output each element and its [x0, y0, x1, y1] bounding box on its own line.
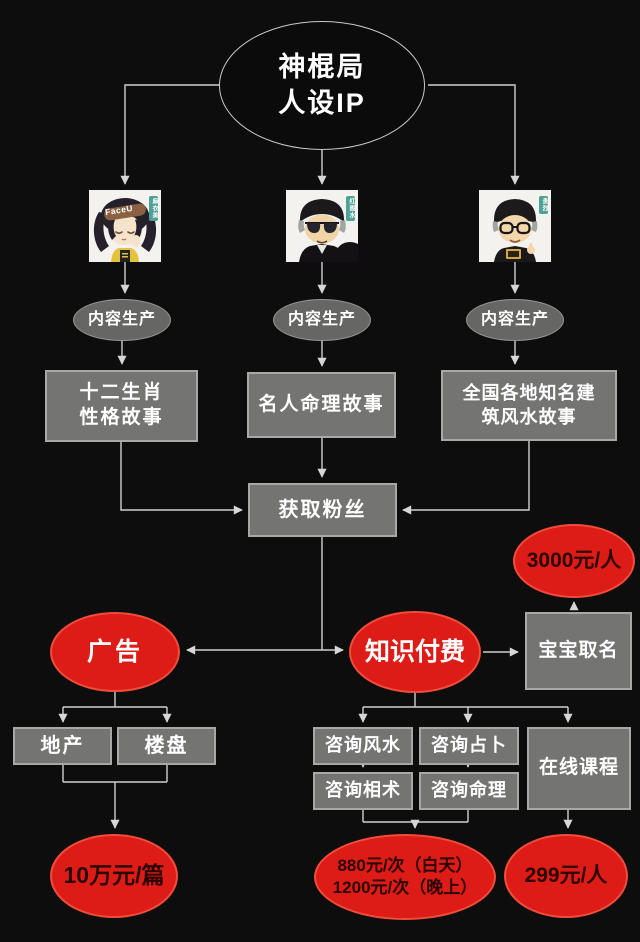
- avatar-sunglasses-illustration: [286, 190, 358, 262]
- connector-arrow: [402, 441, 530, 515]
- ad-ellipse: 广告: [50, 612, 180, 692]
- ad-child-property: 楼盘: [117, 727, 216, 765]
- avatar-sunglasses-name-tag: 红图水: [346, 196, 355, 221]
- ad-child-label: 楼盘: [144, 735, 189, 757]
- baby-naming-box: 宝宝取名: [525, 612, 632, 690]
- content-box-line: 全国各地知名建: [462, 383, 596, 404]
- consult-label: 咨询占卜: [431, 735, 507, 756]
- avatar-girl-illustration: [89, 190, 161, 262]
- production-label: 内容生产: [87, 310, 156, 328]
- production-label: 内容生产: [287, 310, 356, 328]
- knowledge-pay-label: 知识付费: [364, 637, 465, 666]
- course-price-ellipse: 299元/人: [504, 834, 628, 918]
- course-price: 299元/人: [524, 864, 608, 888]
- consult-fengshui-box: 咨询风水: [313, 727, 413, 765]
- avatar-glasses-illustration: [479, 190, 551, 262]
- avatar-sunglasses-man: 红图水: [286, 190, 358, 262]
- content-box-zodiac: 十二生肖 性格故事: [45, 370, 198, 442]
- knowledge-pay-ellipse: 知识付费: [349, 611, 481, 693]
- content-box-fengshui-buildings: 全国各地知名建 筑风水故事: [441, 370, 617, 441]
- online-course-label: 在线课程: [538, 757, 619, 779]
- consult-label: 咨询风水: [325, 735, 401, 756]
- ad-label: 广告: [86, 637, 143, 666]
- baby-naming-label: 宝宝取名: [538, 639, 619, 661]
- baby-naming-price: 3000元/人: [526, 549, 622, 573]
- ad-child-real-estate: 地产: [13, 727, 112, 765]
- avatar-glasses-man: 贵烈: [479, 190, 551, 262]
- connector-arrow: [428, 84, 520, 185]
- avatar-girl-faceu: FaceU 麻衣美: [89, 190, 161, 262]
- ad-price: 10万元/篇: [63, 862, 165, 889]
- get-fans-label: 获取粉丝: [278, 499, 367, 521]
- consult-physiognomy-box: 咨询相术: [313, 772, 413, 810]
- consult-divination-box: 咨询占卜: [419, 727, 519, 765]
- consult-price-ellipse: 880元/次（白天） 1200元/次（晚上）: [314, 834, 496, 920]
- connector-arrow: [120, 84, 221, 185]
- consult-price-line: 1200元/次（晚上）: [332, 878, 478, 897]
- content-box-line: 名人命理故事: [258, 393, 385, 415]
- avatar-glasses-name-tag: 贵烈: [539, 196, 548, 214]
- consult-fate-box: 咨询命理: [419, 772, 519, 810]
- ad-child-label: 地产: [40, 735, 85, 757]
- content-box-line: 十二生肖: [79, 382, 164, 404]
- consult-label: 咨询命理: [431, 780, 507, 801]
- ad-price-ellipse: 10万元/篇: [50, 834, 178, 918]
- root-node-ip: 神棍局 人设IP: [219, 21, 425, 150]
- root-title-line2: 人设IP: [278, 87, 366, 118]
- content-box-celebrity: 名人命理故事: [247, 372, 396, 438]
- baby-naming-price-ellipse: 3000元/人: [513, 524, 635, 598]
- production-ellipse-left: 内容生产: [73, 299, 171, 341]
- production-ellipse-middle: 内容生产: [273, 299, 371, 341]
- online-course-box: 在线课程: [527, 727, 631, 810]
- root-title-line1: 神棍局: [278, 52, 366, 83]
- content-box-line: 性格故事: [79, 407, 164, 428]
- production-label: 内容生产: [480, 310, 549, 328]
- get-fans-box: 获取粉丝: [248, 483, 397, 537]
- consult-label: 咨询相术: [325, 780, 401, 801]
- consult-price-line: 880元/次（白天）: [337, 855, 473, 875]
- connector-arrow: [120, 442, 243, 515]
- avatar-girl-name-tag: 麻衣美: [149, 196, 158, 221]
- content-box-line: 筑风水故事: [481, 406, 577, 427]
- production-ellipse-right: 内容生产: [466, 299, 564, 341]
